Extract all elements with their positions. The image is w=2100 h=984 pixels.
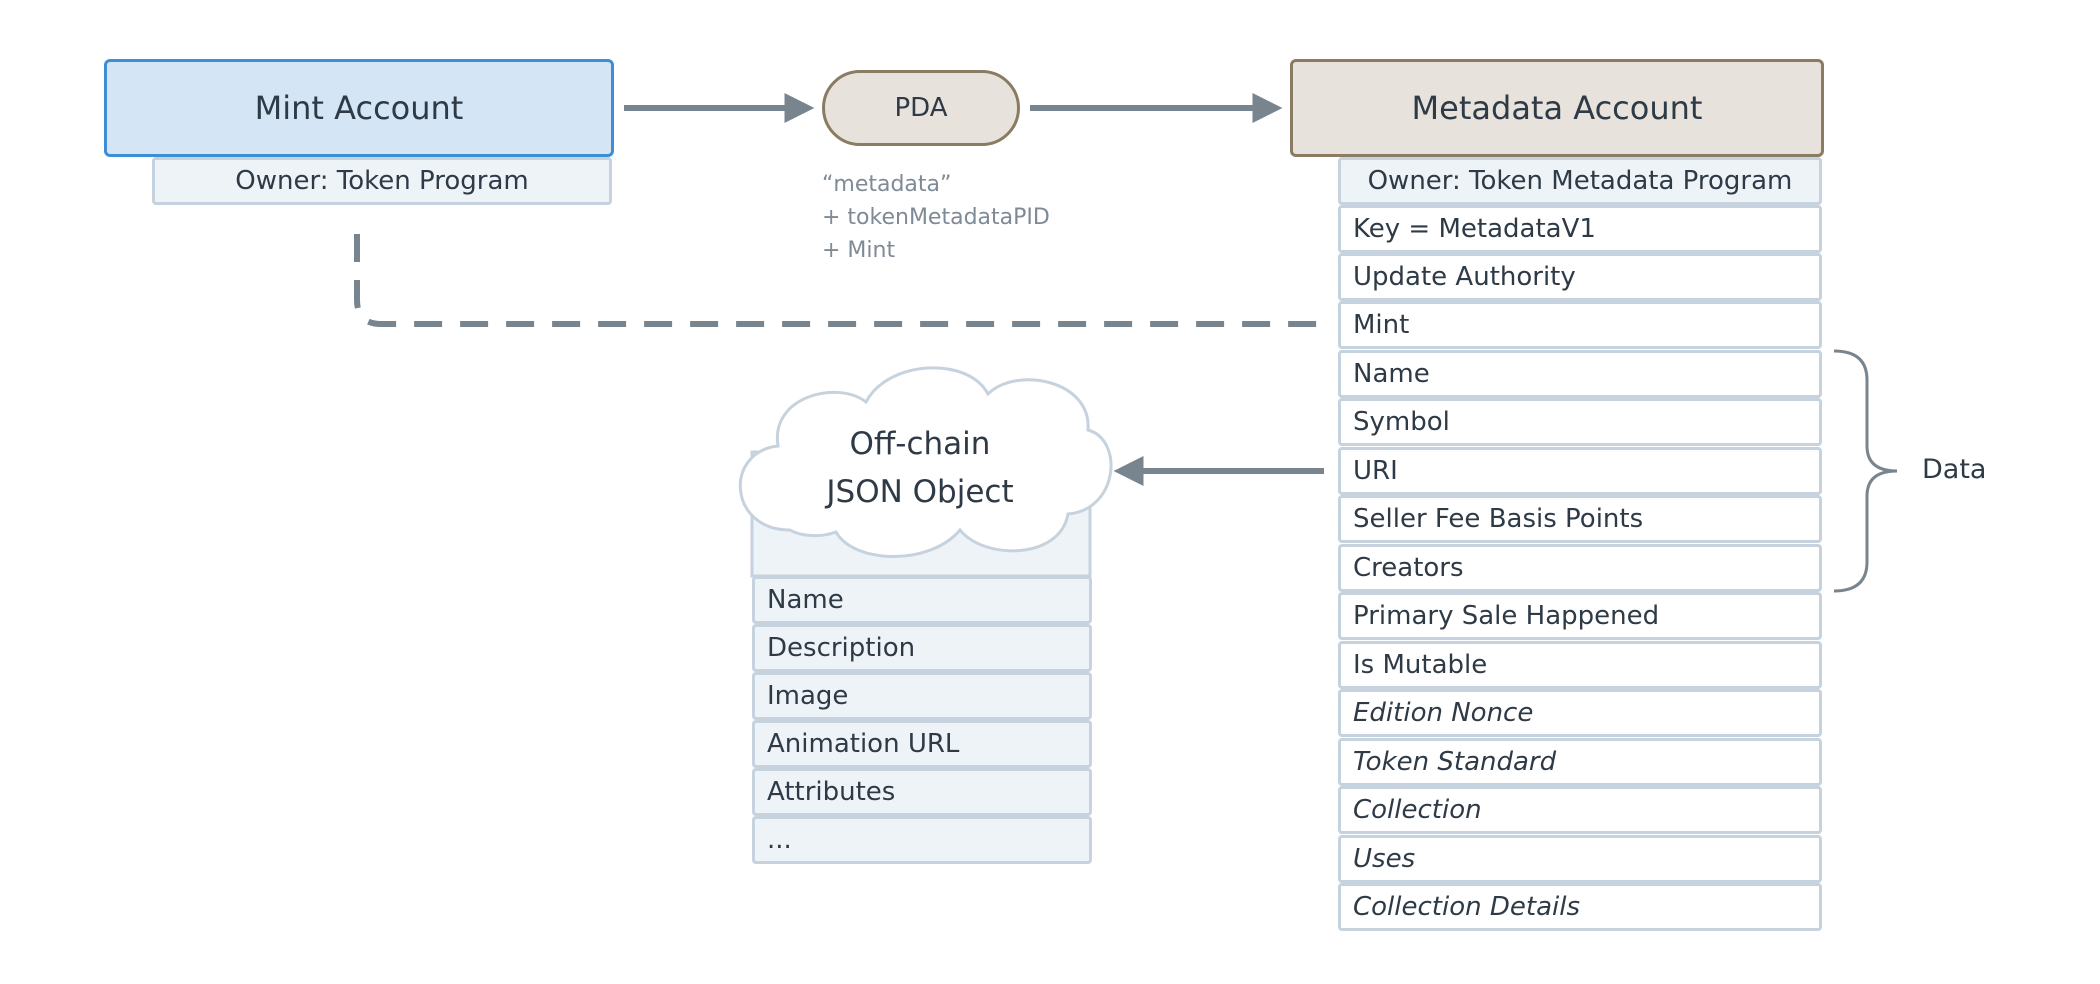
metadata-field-token-standard: Token Standard xyxy=(1338,738,1822,786)
metadata-field-uri: URI xyxy=(1338,447,1822,495)
pda-node[interactable]: PDA xyxy=(822,70,1020,146)
pda-seed-mint: + Mint xyxy=(822,238,896,263)
offchain-title-line1: Off-chain xyxy=(849,426,991,462)
pda-seeds: “metadata” + tokenMetadataPID + Mint xyxy=(822,168,1050,267)
metadata-field-collection-details: Collection Details xyxy=(1338,883,1822,931)
offchain-field-attributes: Attributes xyxy=(752,768,1092,816)
metadata-field-collection: Collection xyxy=(1338,786,1822,834)
mint-account-title[interactable]: Mint Account xyxy=(104,59,614,157)
metadata-field-symbol: Symbol xyxy=(1338,398,1822,446)
mint-account-owner: Owner: Token Program xyxy=(152,157,612,205)
offchain-json-title[interactable]: Off-chain JSON Object xyxy=(742,420,1098,516)
data-brace xyxy=(1833,349,1898,593)
metadata-account-owner: Owner: Token Metadata Program xyxy=(1338,157,1822,205)
offchain-field-name: Name xyxy=(752,576,1092,624)
offchain-field-ellipsis: ... xyxy=(752,816,1092,864)
mint-link-dashed-line xyxy=(354,234,1324,327)
pda-seed-metadata: “metadata” xyxy=(822,172,952,197)
metadata-field-mint: Mint xyxy=(1338,301,1822,349)
cloud-shape xyxy=(739,366,1113,578)
metadata-field-creators: Creators xyxy=(1338,544,1822,592)
metadata-field-is-mutable: Is Mutable xyxy=(1338,641,1822,689)
offchain-field-image: Image xyxy=(752,672,1092,720)
metadata-field-name: Name xyxy=(1338,350,1822,398)
offchain-field-description: Description xyxy=(752,624,1092,672)
metadata-field-uses: Uses xyxy=(1338,835,1822,883)
pda-seed-program-id: + tokenMetadataPID xyxy=(822,205,1050,230)
offchain-field-animation-url: Animation URL xyxy=(752,720,1092,768)
metadata-account-title[interactable]: Metadata Account xyxy=(1290,59,1824,157)
metadata-field-edition-nonce: Edition Nonce xyxy=(1338,689,1822,737)
offchain-title-line2: JSON Object xyxy=(826,474,1014,510)
data-group-label: Data xyxy=(1922,454,1987,485)
metadata-field-primary-sale-happened: Primary Sale Happened xyxy=(1338,592,1822,640)
metadata-field-key: Key = MetadataV1 xyxy=(1338,205,1822,253)
metadata-field-update-authority: Update Authority xyxy=(1338,253,1822,301)
metadata-field-seller-fee-basis-points: Seller Fee Basis Points xyxy=(1338,495,1822,543)
